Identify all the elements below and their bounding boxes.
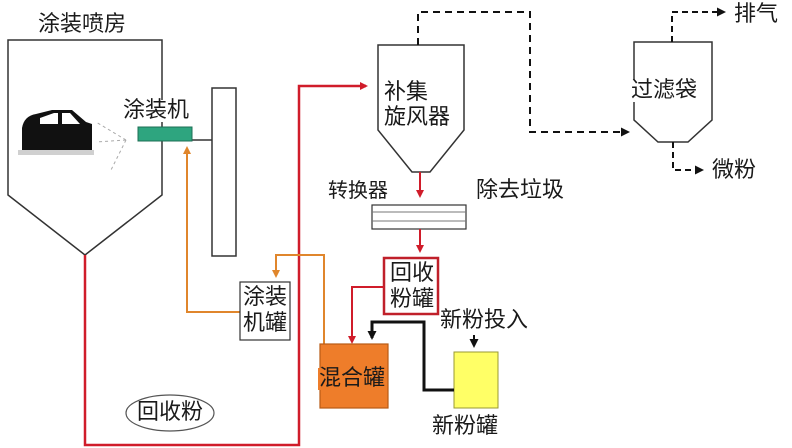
recovery-tank-label-line2: 粉罐 — [389, 287, 436, 312]
recovered-powder-oval — [125, 394, 215, 432]
converter — [371, 204, 467, 230]
new-powder-tank-label: 新粉罐 — [432, 414, 499, 439]
converter-label: 转换器 — [328, 178, 388, 202]
new-powder-tank — [453, 351, 499, 409]
coating-machine-label: 涂装机 — [122, 98, 191, 123]
recovery-tank-label-line1: 回收 — [389, 261, 436, 286]
fine-powder-label: 微粉 — [712, 158, 757, 183]
filter-bag-label: 过滤袋 — [630, 78, 699, 103]
coating-tank-label-line1: 涂装 — [242, 285, 289, 310]
exhaust-label: 排气 — [734, 2, 779, 27]
recovered-powder-label: 回收粉 — [137, 400, 204, 425]
coating-rack — [211, 87, 237, 257]
car-icon — [18, 110, 94, 155]
cyclone-label-line2: 旋风器 — [383, 105, 452, 130]
cyclone-label-line1: 补集 — [383, 80, 430, 105]
new-powder-input-label: 新粉投入 — [440, 308, 529, 333]
coating-tank-label-line2: 机罐 — [242, 311, 289, 336]
booth-label: 涂装喷房 — [38, 12, 127, 37]
remove-garbage-label: 除去垃圾 — [476, 178, 565, 203]
mixing-tank-label: 混合罐 — [318, 366, 387, 391]
coating-machine — [137, 126, 193, 142]
